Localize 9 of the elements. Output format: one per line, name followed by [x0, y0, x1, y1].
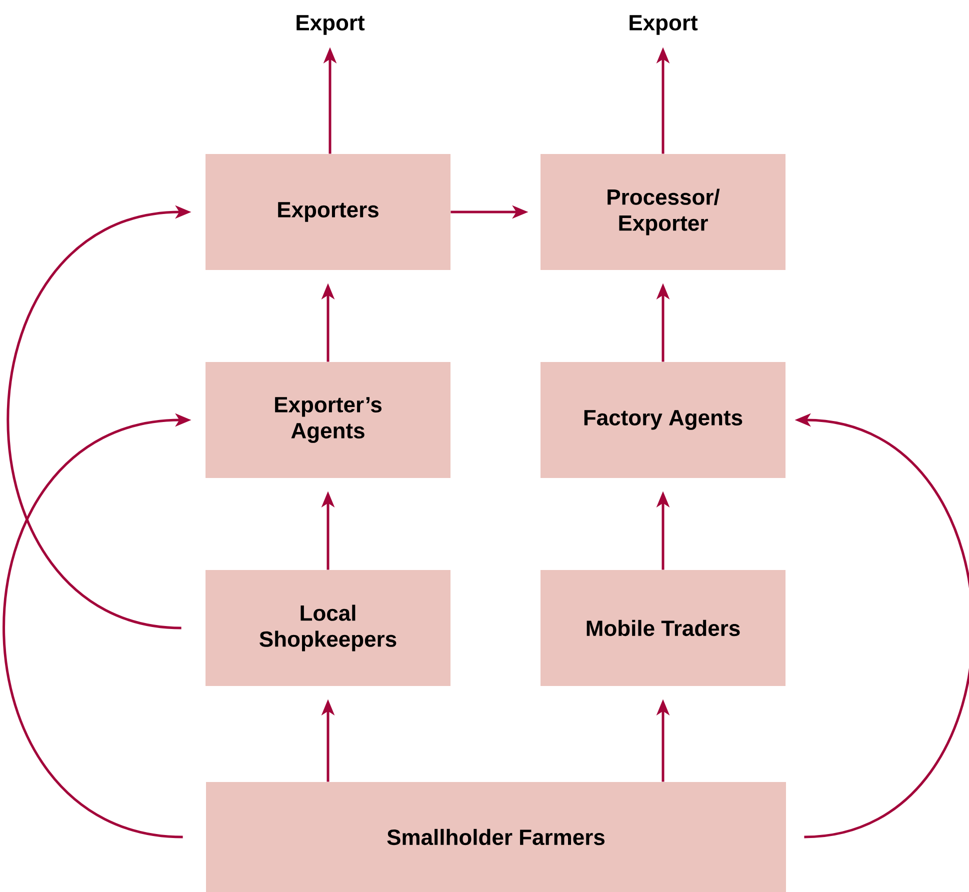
process-box: Processor/ Exporter	[540, 154, 786, 270]
export-label: Export	[296, 15, 365, 35]
export-label: Export	[630, 15, 698, 35]
process-box: Exporter’s Agents	[206, 362, 450, 478]
process-box: Factory Agents	[540, 362, 786, 478]
process-box: Smallholder Farmers	[206, 782, 786, 892]
process-box: Exporters	[206, 154, 450, 270]
process-box: Mobile Traders	[540, 570, 786, 686]
process-box: Local Shopkeepers	[206, 570, 450, 686]
